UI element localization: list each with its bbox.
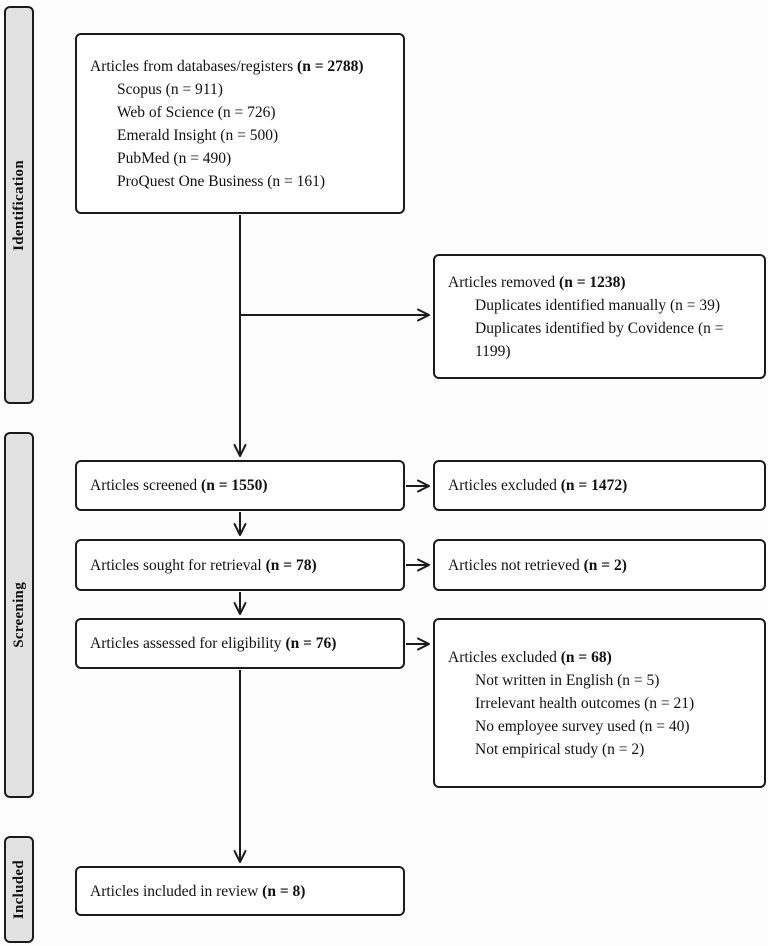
exclusion-reason-item: Irrelevant health outcomes (n = 21) xyxy=(475,694,695,712)
box-articles-excluded-eligibility: Articles excluded (n = 68) Not written i… xyxy=(433,618,766,788)
removed-item: Duplicates identified manually (n = 39) xyxy=(475,296,721,314)
box-articles-sought: Articles sought for retrieval (n = 78) xyxy=(75,539,405,591)
box-included-title: Articles included in review (n = 8) xyxy=(90,882,306,900)
database-item: Web of Science (n = 726) xyxy=(117,103,276,121)
stage-bar-included: Included xyxy=(4,836,34,943)
removed-item: Duplicates identified by Covidence (n = … xyxy=(475,319,724,360)
box-databases-title: Articles from databases/registers (n = 2… xyxy=(90,57,364,75)
stage-label-screening: Screening xyxy=(10,582,27,648)
database-item: PubMed (n = 490) xyxy=(117,149,232,167)
box-screened-title: Articles screened (n = 1550) xyxy=(90,477,268,494)
box-articles-included: Articles included in review (n = 8) xyxy=(75,866,405,916)
exclusion-reason-item: Not written in English (n = 5) xyxy=(475,671,660,689)
stage-label-included: Included xyxy=(10,859,27,920)
box-removed-title: Articles removed (n = 1238) xyxy=(448,273,626,291)
stage-label-identification: Identification xyxy=(10,159,27,251)
box-articles-excluded-screening: Articles excluded (n = 1472) xyxy=(433,460,766,511)
exclusion-reason-item: No employee survey used (n = 40) xyxy=(475,717,690,735)
box-articles-not-retrieved: Articles not retrieved (n = 2) xyxy=(433,539,766,591)
box-articles-assessed: Articles assessed for eligibility (n = 7… xyxy=(75,618,405,669)
database-item: Emerald Insight (n = 500) xyxy=(117,126,279,144)
box-sought-title: Articles sought for retrieval (n = 78) xyxy=(90,556,317,574)
stage-bar-screening: Screening xyxy=(4,432,34,798)
database-item: Scopus (n = 911) xyxy=(117,80,223,98)
database-item: ProQuest One Business (n = 161) xyxy=(117,172,326,190)
box-articles-screened: Articles screened (n = 1550) xyxy=(75,460,405,511)
box-assessed-title: Articles assessed for eligibility (n = 7… xyxy=(90,635,337,652)
box-databases-registers: Articles from databases/registers (n = 2… xyxy=(75,33,405,214)
box-articles-removed: Articles removed (n = 1238) Duplicates i… xyxy=(433,254,766,379)
box-excluded-eligibility-title: Articles excluded (n = 68) xyxy=(448,648,612,666)
exclusion-reason-item: Not empirical study (n = 2) xyxy=(475,740,645,758)
box-not-retrieved-title: Articles not retrieved (n = 2) xyxy=(448,556,627,574)
stage-bar-identification: Identification xyxy=(4,6,34,404)
box-excluded-screening-title: Articles excluded (n = 1472) xyxy=(448,477,628,494)
